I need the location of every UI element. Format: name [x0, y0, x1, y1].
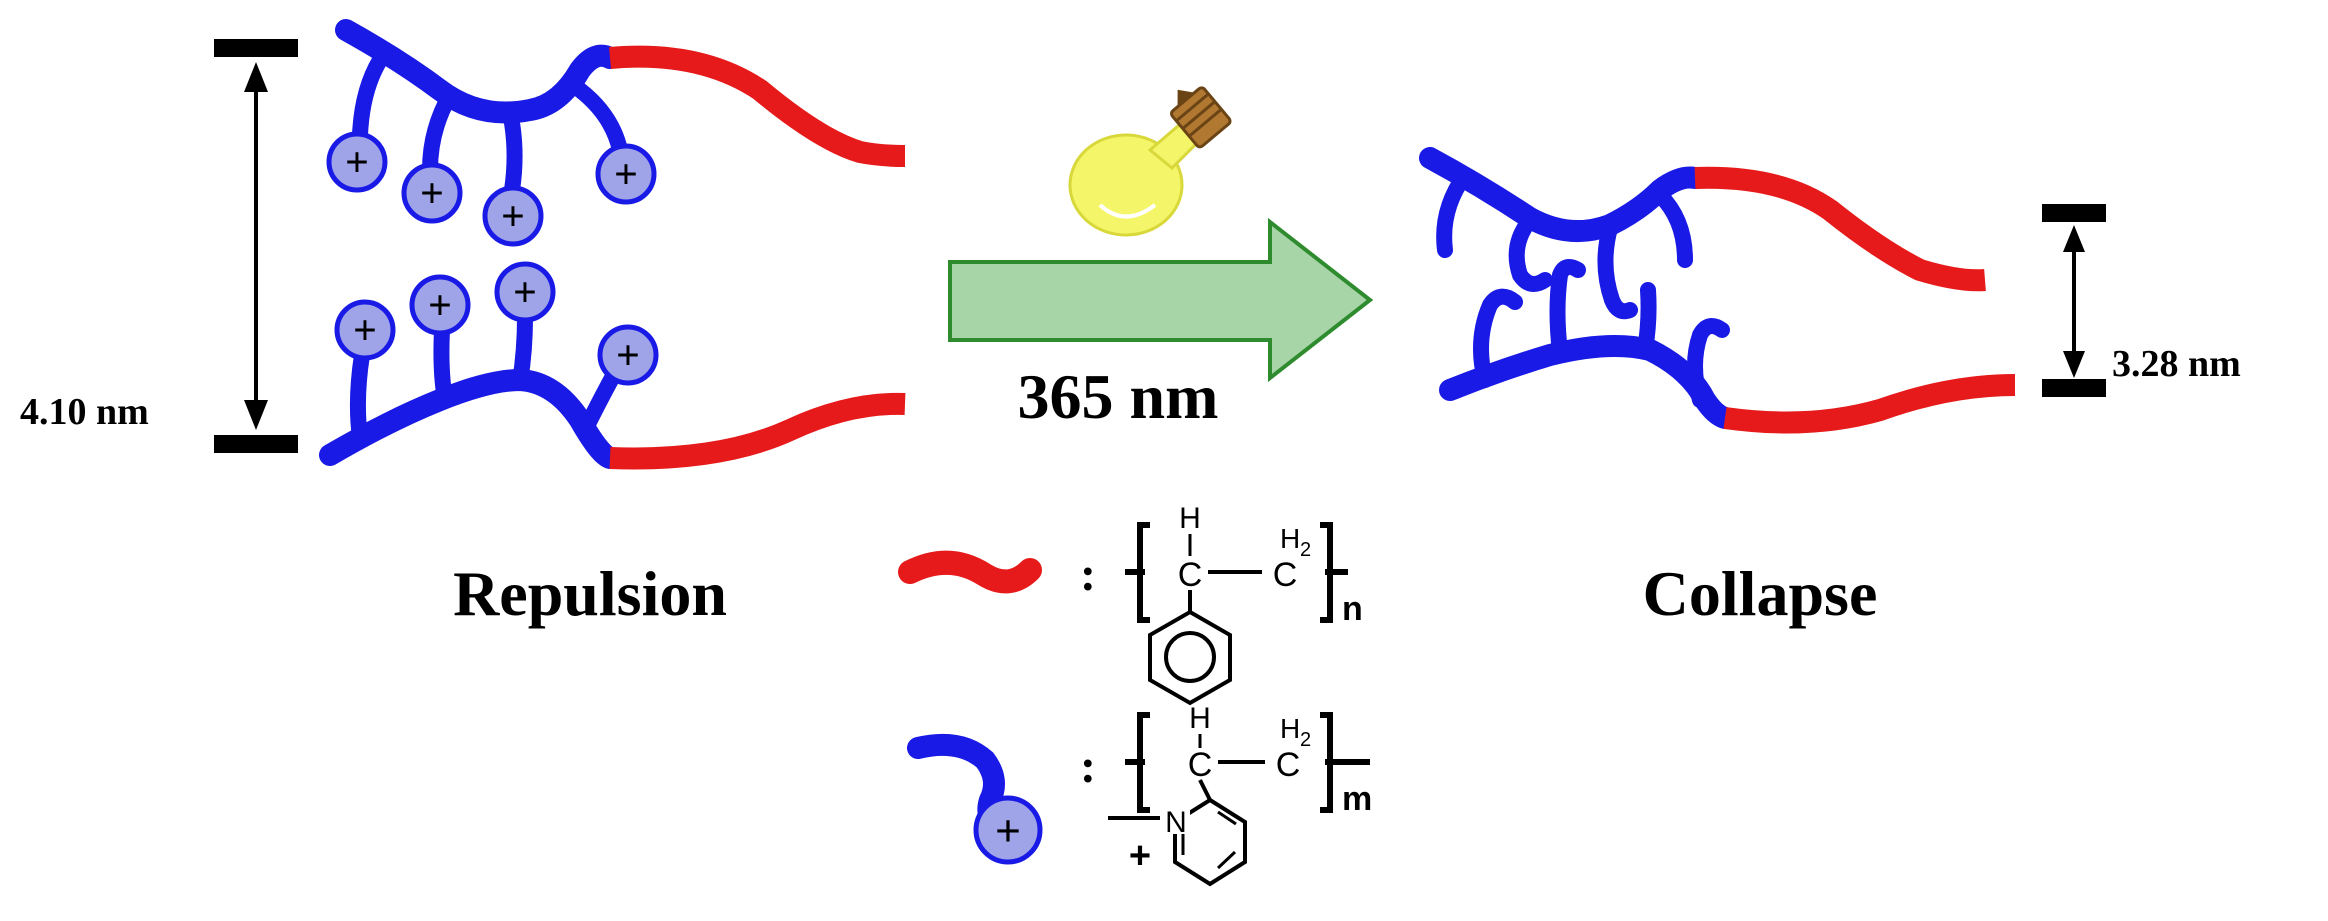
- svg-text:+: +: [345, 140, 369, 186]
- top-charged-block: [335, 19, 621, 124]
- polymer-m-subscript: m: [1342, 780, 1372, 818]
- legend-pyridinium: + : H C H 2 C m N +: [907, 702, 1372, 887]
- legend-bead-plus: +: [995, 805, 1021, 856]
- chem-c2-label: C: [1273, 556, 1298, 594]
- chem-c-label-2: C: [1188, 746, 1213, 784]
- svg-text:+: +: [501, 194, 525, 240]
- charge-bead: +: [401, 162, 463, 224]
- reaction-arrow: [948, 217, 1374, 383]
- legend-separator-2: :: [1080, 740, 1096, 793]
- chem-h2-sub-2: 2: [1300, 729, 1311, 751]
- benzene-ring-icon: [1148, 590, 1232, 706]
- pyridinium-ring-icon: N +: [1108, 779, 1247, 887]
- svg-text:+: +: [353, 308, 377, 354]
- right-arrowhead-top: [2063, 225, 2085, 252]
- charge-bead: +: [597, 324, 659, 386]
- collapse-group: 3.28 nm Collapse: [1419, 147, 2241, 629]
- collapsed-top-chain: [1419, 147, 1986, 320]
- bottom-polymer-chain: + + + +: [319, 261, 906, 470]
- charge-bead: +: [494, 261, 556, 323]
- chem-c2-label-2: C: [1276, 746, 1301, 784]
- charge-bead: +: [409, 274, 471, 336]
- charge-bead: +: [334, 299, 396, 361]
- light-bulb-icon: [1068, 86, 1232, 237]
- bottom-neutral-block: [609, 392, 906, 470]
- chem-h-label: H: [1179, 502, 1201, 535]
- left-arrowhead-bottom: [244, 400, 268, 430]
- right-arrowhead-bottom: [2063, 351, 2085, 378]
- repulsion-label: Repulsion: [453, 558, 727, 629]
- right-distance-indicator: 3.28 nm: [2042, 204, 2241, 397]
- svg-text:+: +: [614, 152, 638, 198]
- svg-text:+: +: [428, 283, 452, 329]
- chem-h2-label: H: [1280, 523, 1300, 554]
- chem-h2-label-2: H: [1280, 713, 1300, 744]
- left-distance-label: 4.10 nm: [20, 391, 149, 433]
- svg-text:+: +: [420, 171, 444, 217]
- right-distance-label: 3.28 nm: [2112, 343, 2241, 385]
- legend-polystyrene: : H C H 2 C n: [898, 502, 1363, 706]
- legend-charge-bead: [973, 795, 1043, 865]
- top-neutral-block: [609, 45, 906, 167]
- repulsion-group: 4.10 nm + + + + + +: [20, 19, 906, 629]
- chem-h-label-2: H: [1189, 702, 1211, 735]
- left-arrowhead-top: [244, 62, 268, 92]
- bottom-charged-block: [319, 368, 621, 469]
- stimulus-group: 365 nm: [948, 86, 1374, 432]
- charge-bead: +: [595, 143, 657, 205]
- legend-separator: :: [1080, 548, 1096, 601]
- chem-plus-charge: +: [1129, 835, 1151, 877]
- wavelength-label: 365 nm: [1018, 361, 1219, 432]
- legend-red-segment: [898, 550, 1042, 594]
- charge-bead: +: [482, 185, 544, 247]
- polymer-n-subscript: n: [1342, 590, 1363, 628]
- collapse-label: Collapse: [1643, 558, 1878, 629]
- chem-c-label: C: [1178, 556, 1203, 594]
- legend: : H C H 2 C n + :: [898, 502, 1372, 887]
- top-polymer-chain: + + + +: [326, 19, 906, 247]
- chem-h2-sub: 2: [1300, 539, 1311, 561]
- svg-text:+: +: [513, 270, 537, 316]
- left-distance-indicator: 4.10 nm: [20, 39, 298, 453]
- chem-n-label: N: [1165, 806, 1187, 839]
- charge-bead: +: [326, 131, 388, 193]
- collapsed-bottom-chain: [1439, 259, 2016, 434]
- svg-text:+: +: [616, 333, 640, 379]
